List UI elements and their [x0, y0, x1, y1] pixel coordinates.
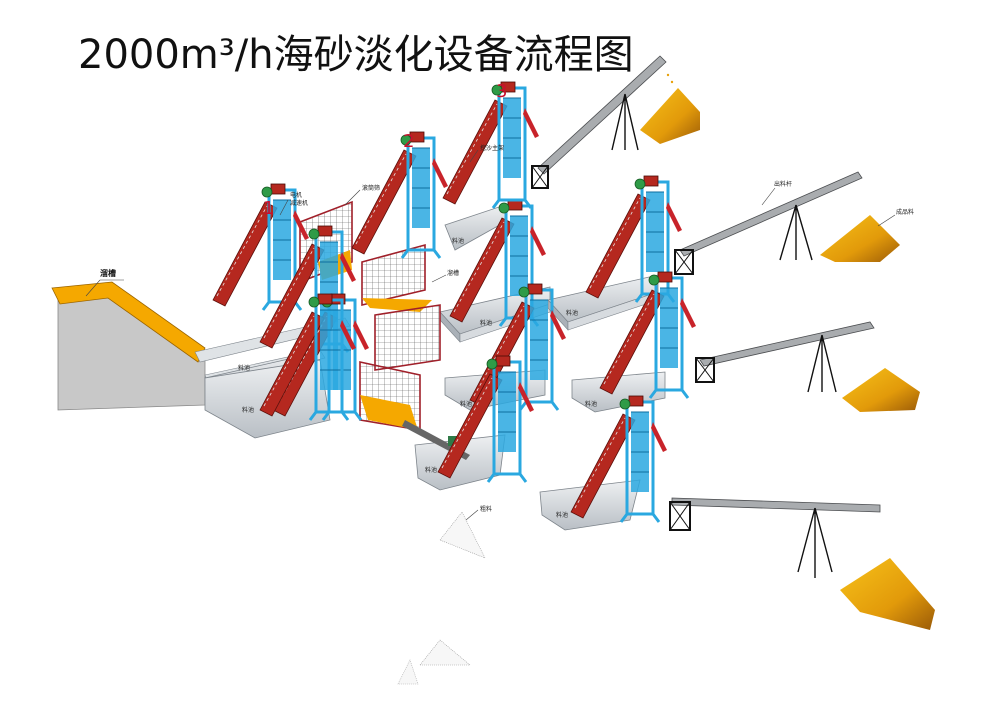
pool-label-6: 料池 [425, 466, 437, 474]
pool-label-2: 料池 [242, 406, 254, 414]
trommel-screen-2 [361, 243, 432, 312]
pool-label-7: 料池 [566, 309, 578, 317]
page-title: 2000m³/h海砂淡化设备流程图 [78, 32, 634, 78]
sand-pile-1 [640, 73, 700, 144]
motor-label: 电机 [290, 191, 302, 199]
stage-number-3: 3 [496, 81, 507, 102]
dig-frame-label: 挖沙主架 [480, 144, 504, 152]
trommel-label: 滚筒筛 [362, 184, 380, 192]
pool-label-4: 料池 [480, 319, 492, 327]
pool-label-5: 料池 [460, 400, 472, 408]
sand-pile-3 [842, 368, 920, 412]
chute-label: 溜槽 [100, 268, 116, 278]
sand-pile-2 [820, 215, 900, 262]
stage-number-2: 2 [403, 131, 414, 152]
pool-label-1: 料池 [238, 364, 250, 372]
pool-label-8: 料池 [585, 400, 597, 408]
coarse-pile-2 [397, 639, 471, 685]
chute2-label: 溜槽 [447, 269, 459, 277]
conveyor-1 [531, 55, 667, 189]
product-label: 成品料 [896, 208, 914, 216]
pool-label-3: 料池 [452, 237, 464, 245]
coarse-pile-1 [439, 511, 486, 559]
sand-pile-4 [840, 558, 935, 630]
conveyor-label: 出料杆 [774, 180, 792, 188]
trommel-screen-3 [374, 304, 441, 371]
conveyor-3 [695, 321, 875, 393]
reducer-label: 减速机 [290, 199, 308, 207]
stage-number-1: 1 [263, 198, 274, 219]
pool-label-9: 料池 [556, 511, 568, 519]
conveyor-4 [669, 497, 881, 578]
main-chute [51, 281, 206, 411]
pool-stage2-c [414, 434, 506, 491]
trommel-screen-4 [359, 361, 421, 431]
dredger-stage2-a [350, 130, 450, 260]
coarse-label: 粗料 [480, 505, 492, 513]
conveyor-2 [674, 171, 863, 275]
